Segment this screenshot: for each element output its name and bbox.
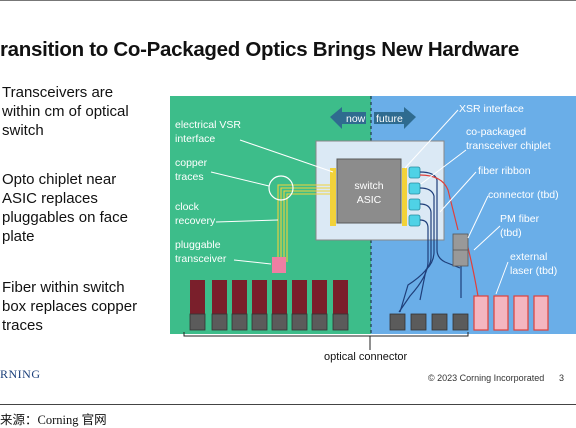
optical-connector: [332, 313, 349, 331]
optical-connector-label: optical connector: [324, 351, 408, 363]
optical-connector: [410, 313, 427, 331]
label-clock-2: recovery: [175, 215, 216, 227]
slide-title: ransition to Co-Packaged Optics Brings N…: [0, 38, 519, 61]
pluggable: [292, 280, 307, 314]
copper-traces: [277, 184, 333, 262]
future-label: future: [376, 113, 403, 125]
label-copper-1: copper: [175, 157, 208, 169]
callout-circle: [268, 175, 294, 201]
label-pm-fiber-2: (tbd): [500, 227, 522, 239]
bullet-3: Fiber within switch box replaces copper …: [2, 279, 138, 334]
optical-connector: [389, 313, 406, 331]
optical-connector: [211, 313, 228, 331]
now-label: now: [346, 113, 366, 125]
pluggable: [252, 280, 267, 314]
label-vsr-1: electrical VSR: [175, 119, 241, 131]
pluggable: [212, 280, 227, 314]
switch-asic: [336, 158, 402, 224]
label-connector: connector (tbd): [488, 189, 559, 201]
label-pluggable-2: transceiver: [175, 253, 227, 265]
top-rule: [0, 0, 576, 1]
left-connectors: [189, 313, 349, 331]
fiber-ribbon: [398, 171, 462, 313]
label-pm-fiber-1: PM fiber: [500, 213, 540, 225]
corning-logo: RNING: [0, 367, 41, 381]
external-laser: [493, 295, 509, 331]
label-clock-1: clock: [175, 201, 200, 213]
pluggable: [190, 280, 205, 314]
optical-connector: [311, 313, 328, 331]
label-pluggable-1: pluggable: [175, 239, 221, 251]
source-caption: 来源：Corning 官网: [0, 413, 107, 427]
future-arrow: [374, 107, 416, 129]
bullet-2: Opto chiplet near ASIC replaces pluggabl…: [2, 171, 128, 245]
external-laser: [513, 295, 529, 331]
vsr-interface: [330, 168, 336, 226]
optical-connector: [231, 313, 248, 331]
copyright: © 2023 Corning Incorporated: [428, 373, 545, 383]
page-number: 3: [559, 373, 565, 383]
optical-connector: [452, 313, 469, 331]
optical-connector-bracket: [183, 332, 469, 350]
optical-connector: [291, 313, 308, 331]
optical-connector: [189, 313, 206, 331]
switch-label-1: switch: [354, 180, 383, 192]
optical-connector: [251, 313, 268, 331]
optical-connector: [431, 313, 448, 331]
right-leaders: [404, 109, 509, 295]
label-vsr-2: interface: [175, 133, 215, 145]
external-laser: [473, 295, 489, 331]
chiplet: [408, 214, 421, 227]
label-xsr: XSR interface: [459, 103, 524, 115]
pluggable-transceivers: [190, 280, 348, 314]
pluggable: [232, 280, 247, 314]
xsr-interface: [402, 168, 407, 226]
co-packaged-chiplets: [408, 166, 421, 227]
label-copackaged-2: transceiver chiplet: [466, 140, 551, 152]
pluggable: [333, 280, 348, 314]
label-copper-2: traces: [175, 171, 204, 183]
label-ribbon: fiber ribbon: [478, 165, 531, 177]
label-copackaged-1: co-packaged: [466, 126, 526, 138]
label-laser-1: external: [510, 251, 547, 263]
external-laser: [533, 295, 549, 331]
clock-recovery-chip: [272, 257, 286, 273]
bottom-rule: [0, 404, 576, 405]
external-lasers: [473, 295, 549, 331]
bullet-1: Transceivers are within cm of optical sw…: [2, 84, 129, 139]
pluggable: [272, 280, 287, 314]
label-laser-2: laser (tbd): [510, 265, 557, 277]
switch-label-2: ASIC: [357, 194, 382, 206]
now-arrow: [330, 107, 366, 129]
right-connectors: [389, 313, 469, 331]
chiplet: [408, 198, 421, 211]
optical-connector: [271, 313, 288, 331]
left-leaders: [210, 139, 334, 265]
chiplet: [408, 182, 421, 195]
pluggable: [312, 280, 327, 314]
chiplet: [408, 166, 421, 179]
